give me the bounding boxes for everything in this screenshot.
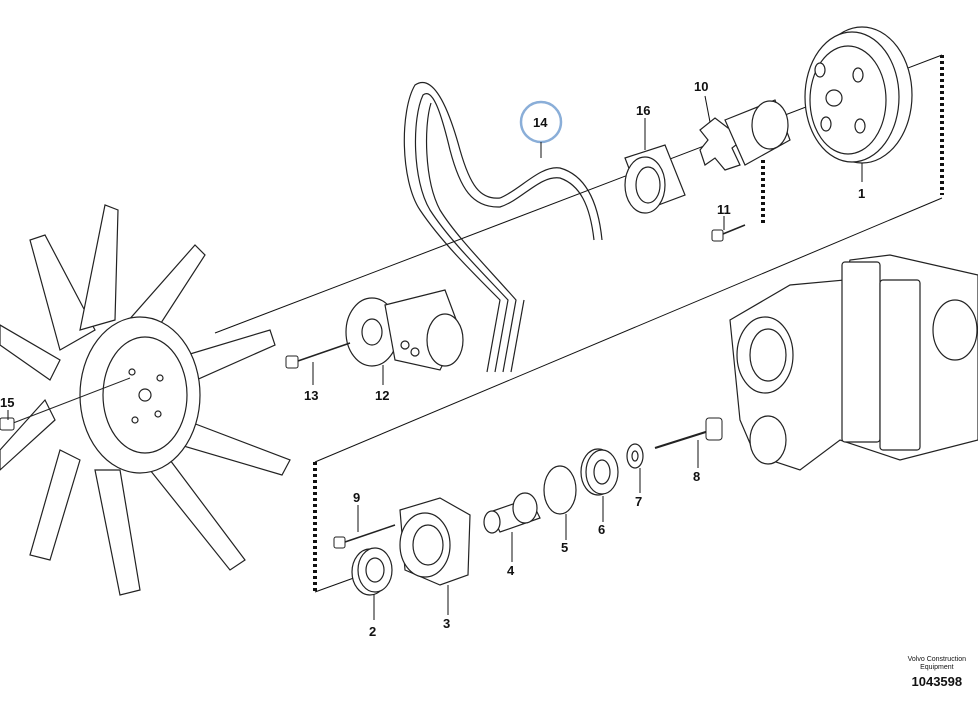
callout-5: 5 <box>561 540 568 555</box>
shaft-4 <box>483 492 541 534</box>
callout-13: 13 <box>304 388 318 403</box>
bolt-8 <box>654 417 723 449</box>
callout-12: 12 <box>375 388 389 403</box>
snap-ring-5 <box>543 465 577 515</box>
figure-number: 1043598 <box>911 674 963 689</box>
belt-tensioner-12 <box>345 289 464 371</box>
hub-10 <box>699 99 791 171</box>
callout-2: 2 <box>369 624 376 639</box>
callout-1: 1 <box>858 186 865 201</box>
bearing-6 <box>580 448 619 496</box>
leader-lines <box>7 95 863 620</box>
callout-8: 8 <box>693 469 700 484</box>
brand-line-1: Volvo Construction <box>907 656 966 663</box>
callout-14: 14 <box>533 115 548 130</box>
bearing-2 <box>351 547 393 596</box>
callout-4: 4 <box>507 563 515 578</box>
callout-11: 11 <box>717 202 731 217</box>
spacer-16 <box>624 144 686 214</box>
fan <box>0 204 291 596</box>
washer-7 <box>626 443 644 469</box>
bolt-13 <box>285 342 351 369</box>
callout-10: 10 <box>694 79 708 94</box>
callout-9: 9 <box>353 490 360 505</box>
bolt-9 <box>333 524 396 549</box>
bolt-11 <box>711 224 746 242</box>
water-pump-housing <box>729 254 978 471</box>
callout-7: 7 <box>635 494 642 509</box>
belt-14 <box>403 81 603 373</box>
callout-6: 6 <box>598 522 605 537</box>
bracket-3 <box>399 497 471 586</box>
figure-brand-block: Volvo Construction Equipment 1043598 <box>908 656 966 689</box>
callout-3: 3 <box>443 616 450 631</box>
bolt-15 <box>0 377 131 431</box>
brand-line-2: Equipment <box>920 664 954 671</box>
callout-16: 16 <box>636 103 650 118</box>
callout-15: 15 <box>0 395 14 410</box>
pulley-1 <box>804 26 913 164</box>
